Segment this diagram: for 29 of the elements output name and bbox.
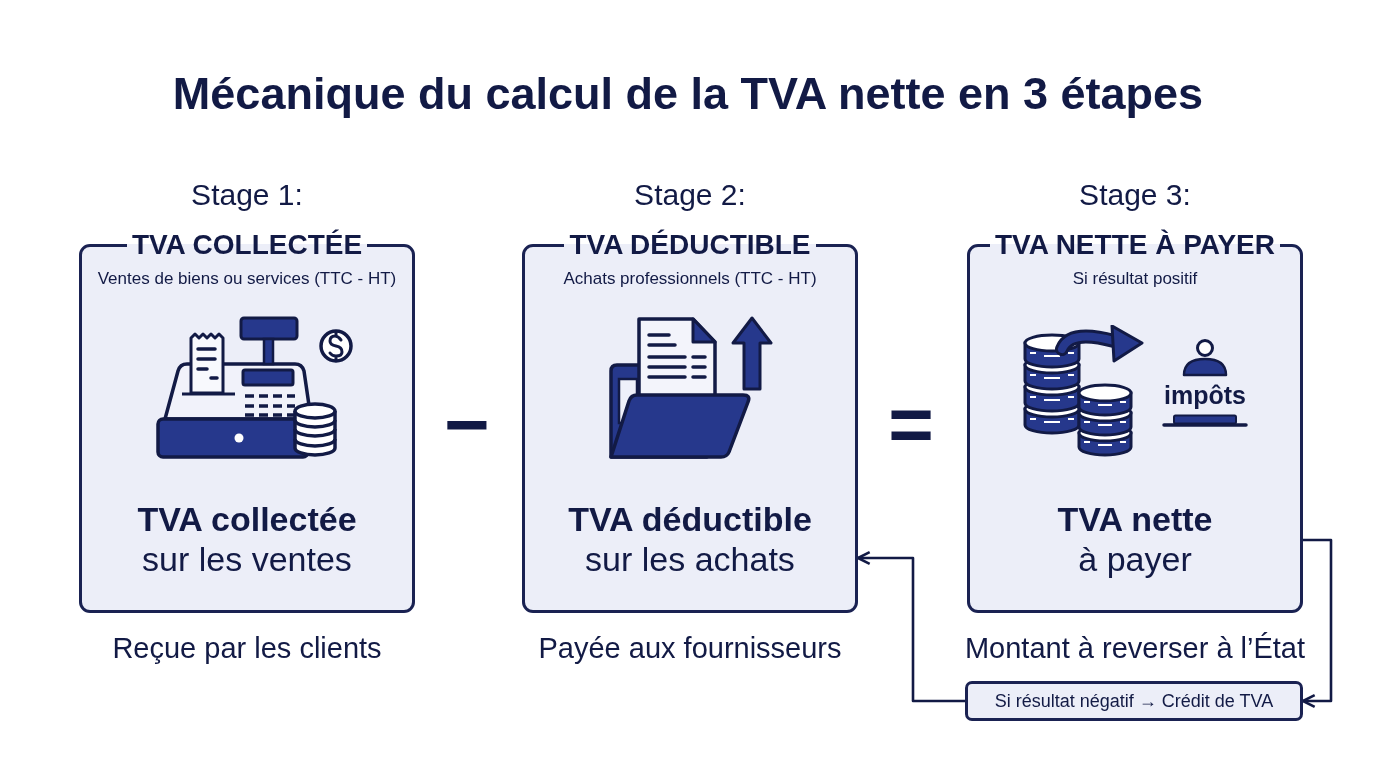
- card-heading: TVA NETTE À PAYER: [993, 230, 1276, 260]
- icon-caption: impôts: [1164, 381, 1246, 409]
- note-text: Si résultat négatif → Crédit de TVA: [994, 690, 1274, 712]
- card-caption: Montant à reverser à l’État: [964, 631, 1306, 666]
- card-main-title: TVA nette: [1057, 500, 1213, 538]
- card-main-title: TVA collectée: [137, 500, 357, 538]
- stage-label: Stage 2:: [634, 177, 746, 213]
- card-subtitle: Ventes de biens ou services (TTC - HT): [97, 269, 397, 288]
- stage-card: [522, 230, 858, 613]
- stage-card: [967, 230, 1303, 613]
- card-caption: Reçue par les clients: [112, 631, 382, 666]
- note-box: [965, 681, 1303, 721]
- arrow: [1301, 538, 1333, 709]
- card-main-text: à payer: [1078, 540, 1192, 578]
- card-caption: Payée aux fournisseurs: [538, 631, 842, 666]
- stage-card: [79, 230, 415, 613]
- card-heading: TVA COLLECTÉE: [130, 230, 364, 260]
- stage-label: Stage 3:: [1079, 177, 1191, 213]
- card-main-text: sur les achats: [585, 540, 795, 578]
- diagram-title: Mécanique du calcul de la TVA nette en 3 étapes: [172, 67, 1204, 121]
- card-main-title: TVA déductible: [568, 500, 812, 538]
- card-subtitle: Si résultat positif: [1072, 269, 1198, 288]
- arrow: [856, 550, 965, 703]
- equals-operator: =: [888, 385, 934, 463]
- minus-operator: −: [444, 385, 490, 463]
- stage-label: Stage 1:: [191, 177, 303, 213]
- card-subtitle: Achats professionnels (TTC - HT): [563, 269, 817, 288]
- card-heading: TVA DÉDUCTIBLE: [568, 230, 812, 260]
- card-main-text: sur les ventes: [142, 540, 352, 578]
